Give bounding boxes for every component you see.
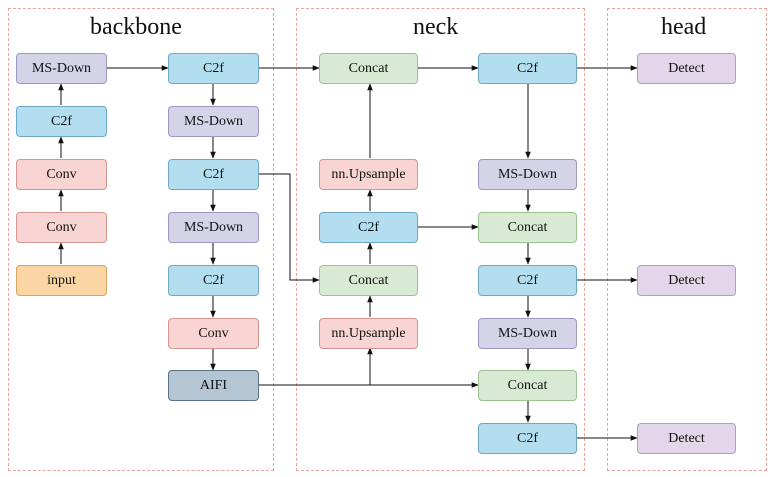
backbone-c2f-2: C2f: [168, 53, 259, 84]
head-detect-3: Detect: [637, 423, 736, 454]
section-neck: [296, 8, 585, 471]
neck-c2f-2: C2f: [478, 53, 577, 84]
section-head: [607, 8, 767, 471]
neck-concat-1: Concat: [319, 53, 418, 84]
neck-concat-4: Concat: [478, 370, 577, 401]
section-title-neck: neck: [413, 14, 459, 40]
backbone-msdown-3: MS-Down: [168, 212, 259, 243]
section-title-backbone: backbone: [90, 14, 182, 40]
neck-concat-2: Concat: [319, 265, 418, 296]
backbone-msdown-2: MS-Down: [168, 106, 259, 137]
section-backbone: [8, 8, 274, 471]
neck-concat-3: Concat: [478, 212, 577, 243]
neck-c2f-3: C2f: [478, 265, 577, 296]
neck-c2f-4: C2f: [478, 423, 577, 454]
head-detect-1: Detect: [637, 53, 736, 84]
edge-c2f3-concat2: [258, 173, 320, 283]
section-title-head: head: [661, 14, 707, 40]
backbone-conv-3: Conv: [168, 318, 259, 349]
neck-msdown-1: MS-Down: [478, 159, 577, 190]
backbone-conv-1: Conv: [16, 159, 107, 190]
backbone-input: input: [16, 265, 107, 296]
neck-upsample-1: nn.Upsample: [319, 159, 418, 190]
backbone-conv-2: Conv: [16, 212, 107, 243]
backbone-aifi: AIFI: [168, 370, 259, 401]
backbone-c2f-3: C2f: [168, 159, 259, 190]
head-detect-2: Detect: [637, 265, 736, 296]
neck-c2f-1: C2f: [319, 212, 418, 243]
backbone-c2f-1: C2f: [16, 106, 107, 137]
backbone-msdown-1: MS-Down: [16, 53, 107, 84]
backbone-c2f-4: C2f: [168, 265, 259, 296]
neck-upsample-2: nn.Upsample: [319, 318, 418, 349]
neck-msdown-2: MS-Down: [478, 318, 577, 349]
